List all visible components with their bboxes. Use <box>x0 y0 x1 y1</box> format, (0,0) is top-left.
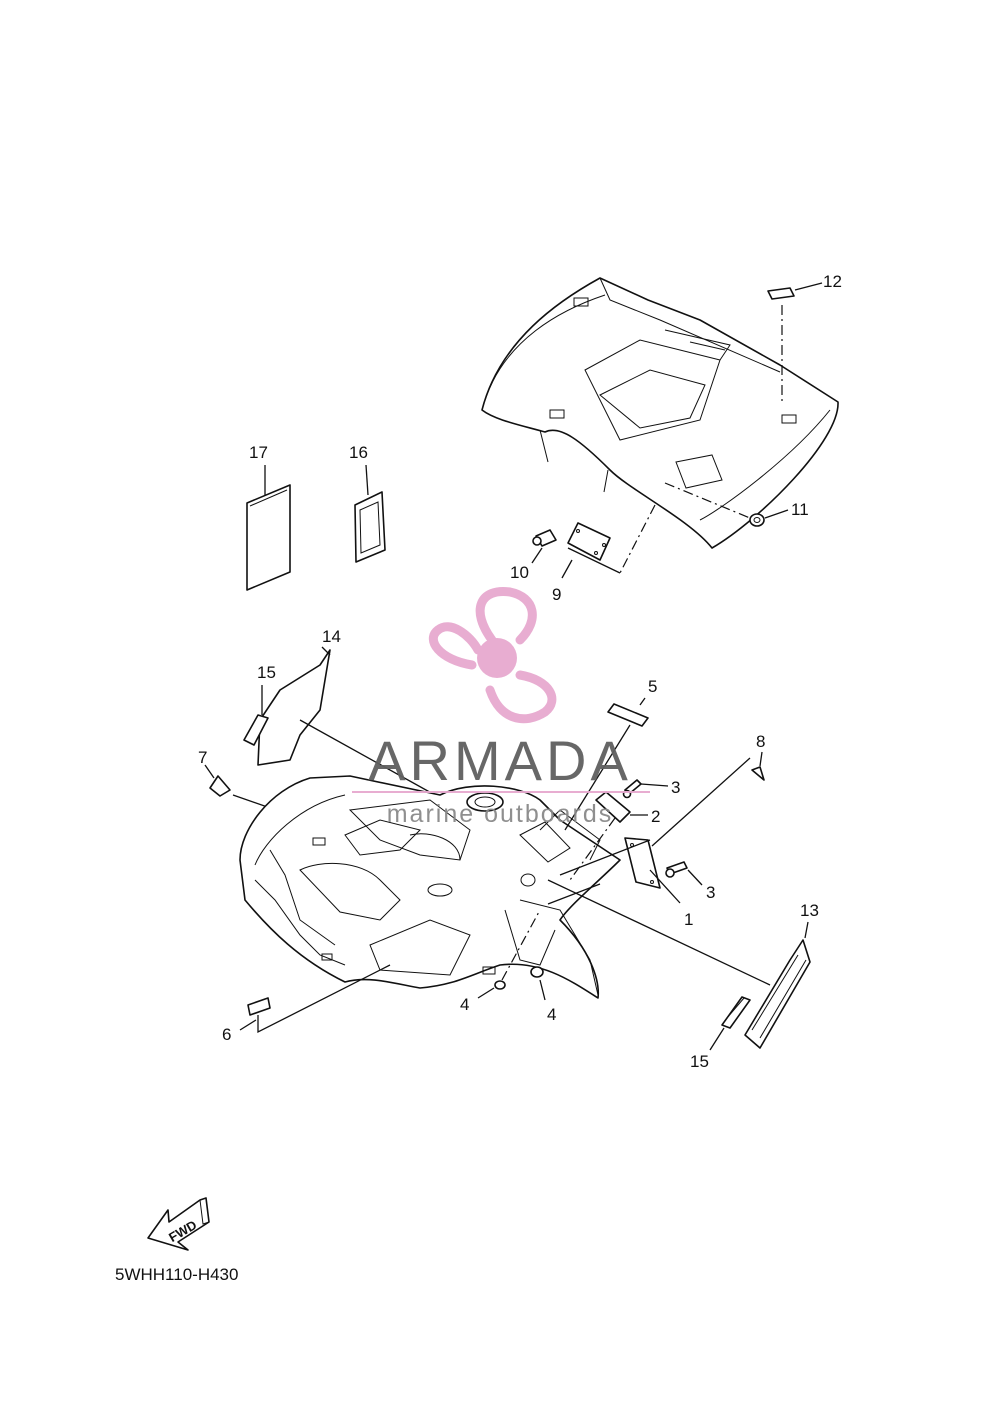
propeller-logo-icon <box>428 587 557 724</box>
callout-3a: 3 <box>671 778 680 797</box>
label-5 <box>564 697 649 831</box>
callout-12: 12 <box>823 272 842 291</box>
watermark-tagline: marine outboards <box>387 800 614 828</box>
label-12 <box>767 282 823 405</box>
callout-15b: 15 <box>690 1052 709 1071</box>
callout-7: 7 <box>198 748 207 767</box>
callout-16: 16 <box>349 443 368 462</box>
label-15-right <box>709 996 751 1051</box>
callout-13: 13 <box>800 901 819 920</box>
diagram-code: 5WHH110-H430 <box>115 1265 239 1284</box>
rear-fender <box>481 277 839 549</box>
bracket-1 <box>559 757 751 904</box>
plate-2 <box>569 791 648 881</box>
tag-16 <box>354 464 386 563</box>
callout-8: 8 <box>756 732 765 751</box>
plate-9 <box>561 504 656 579</box>
decal-13 <box>547 879 811 1049</box>
grommet-11 <box>664 482 789 527</box>
bolt-10 <box>531 529 557 564</box>
callout-2: 2 <box>651 807 660 826</box>
callout-5: 5 <box>648 677 657 696</box>
fwd-arrow: FWD <box>147 1197 210 1251</box>
callout-labels: 1 2 3 3 4 4 5 6 7 8 9 10 11 12 13 14 15 … <box>198 272 842 1071</box>
watermark-brand: ARMADA <box>368 729 632 792</box>
label-6 <box>239 964 391 1034</box>
label-8 <box>751 751 765 781</box>
callout-4b: 4 <box>547 1005 556 1024</box>
bolt-3b <box>665 861 703 886</box>
callout-3b: 3 <box>706 883 715 902</box>
grommet-4a <box>477 909 541 999</box>
armada-watermark: ARMADA marine outboards <box>352 587 650 828</box>
front-fender <box>239 775 621 999</box>
callout-1: 1 <box>684 910 693 929</box>
callout-11: 11 <box>791 500 809 519</box>
grommet-4b <box>530 966 546 1001</box>
callout-17: 17 <box>249 443 268 462</box>
callout-4a: 4 <box>460 995 469 1014</box>
callout-14: 14 <box>322 627 341 646</box>
callout-9: 9 <box>552 585 561 604</box>
manual-17 <box>246 465 291 591</box>
label-15-left <box>243 685 269 746</box>
callout-6: 6 <box>222 1025 231 1044</box>
callout-15a: 15 <box>257 663 276 682</box>
callout-10: 10 <box>510 563 529 582</box>
